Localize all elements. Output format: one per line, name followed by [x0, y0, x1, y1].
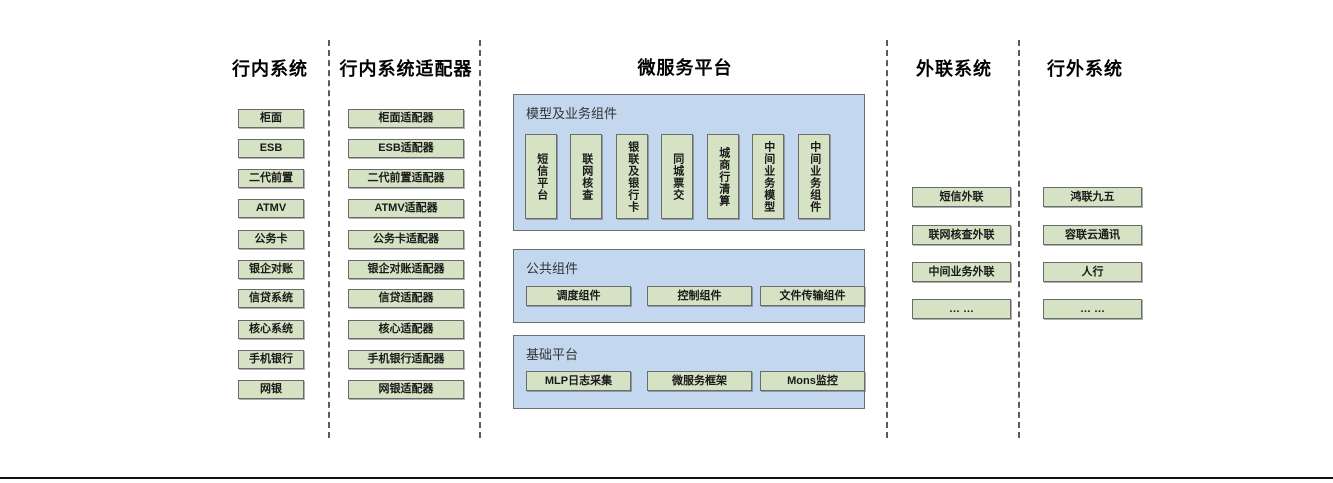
node-base-2[interactable]: Mons监控 [760, 371, 865, 391]
divider-platform-external [886, 40, 888, 438]
node-outbank-2[interactable]: 人行 [1043, 262, 1142, 282]
node-model-3[interactable]: 同城票交 [661, 134, 693, 219]
node-base-0[interactable]: MLP日志采集 [526, 371, 631, 391]
node-model-1[interactable]: 联网核查 [570, 134, 602, 219]
node-model-4[interactable]: 城商行清算 [707, 134, 739, 219]
node-inbank-5[interactable]: 银企对账 [238, 260, 304, 279]
node-model-6[interactable]: 中间业务组件 [798, 134, 830, 219]
node-common-0[interactable]: 调度组件 [526, 286, 631, 306]
node-adapter-2[interactable]: 二代前置适配器 [348, 169, 464, 188]
divider-adapter-platform [479, 40, 481, 438]
node-outbank-1[interactable]: 容联云通讯 [1043, 225, 1142, 245]
node-inbank-4[interactable]: 公务卡 [238, 230, 304, 249]
node-external-link-2[interactable]: 中间业务外联 [912, 262, 1011, 282]
node-external-link-1[interactable]: 联网核查外联 [912, 225, 1011, 245]
node-adapter-1[interactable]: ESB适配器 [348, 139, 464, 158]
node-adapter-8[interactable]: 手机银行适配器 [348, 350, 464, 369]
node-inbank-2[interactable]: 二代前置 [238, 169, 304, 188]
node-inbank-1[interactable]: ESB [238, 139, 304, 158]
bottom-rule [0, 477, 1333, 479]
node-inbank-8[interactable]: 手机银行 [238, 350, 304, 369]
column-title-external-link: 外联系统 [916, 59, 992, 79]
column-title-platform: 微服务平台 [637, 58, 733, 78]
node-inbank-6[interactable]: 信贷系统 [238, 289, 304, 308]
node-model-5[interactable]: 中间业务模型 [752, 134, 784, 219]
divider-inbank-adapter [328, 40, 330, 438]
node-external-link-0[interactable]: 短信外联 [912, 187, 1011, 207]
column-title-outbank: 行外系统 [1047, 59, 1123, 79]
node-common-2[interactable]: 文件传输组件 [760, 286, 865, 306]
column-title-adapter: 行内系统适配器 [339, 59, 473, 79]
node-common-1[interactable]: 控制组件 [647, 286, 752, 306]
panel-label-model-business-components: 模型及业务组件 [526, 106, 618, 121]
node-outbank-3[interactable]: … … [1043, 299, 1142, 319]
panel-label-base-platform: 基础平台 [526, 347, 579, 362]
node-inbank-9[interactable]: 网银 [238, 380, 304, 399]
node-adapter-7[interactable]: 核心适配器 [348, 320, 464, 339]
node-inbank-3[interactable]: ATMV [238, 199, 304, 218]
node-inbank-7[interactable]: 核心系统 [238, 320, 304, 339]
node-model-0[interactable]: 短信平台 [525, 134, 557, 219]
node-inbank-0[interactable]: 柜面 [238, 109, 304, 128]
node-outbank-0[interactable]: 鸿联九五 [1043, 187, 1142, 207]
column-title-inbank: 行内系统 [232, 59, 308, 79]
node-adapter-0[interactable]: 柜面适配器 [348, 109, 464, 128]
node-adapter-4[interactable]: 公务卡适配器 [348, 230, 464, 249]
divider-external-outbank [1018, 40, 1020, 438]
node-model-2[interactable]: 银联及银行卡 [616, 134, 648, 219]
node-adapter-6[interactable]: 信贷适配器 [348, 289, 464, 308]
node-adapter-9[interactable]: 网银适配器 [348, 380, 464, 399]
node-adapter-3[interactable]: ATMV适配器 [348, 199, 464, 218]
node-adapter-5[interactable]: 银企对账适配器 [348, 260, 464, 279]
node-external-link-3[interactable]: … … [912, 299, 1011, 319]
node-base-1[interactable]: 微服务框架 [647, 371, 752, 391]
panel-label-common-components: 公共组件 [526, 261, 579, 276]
